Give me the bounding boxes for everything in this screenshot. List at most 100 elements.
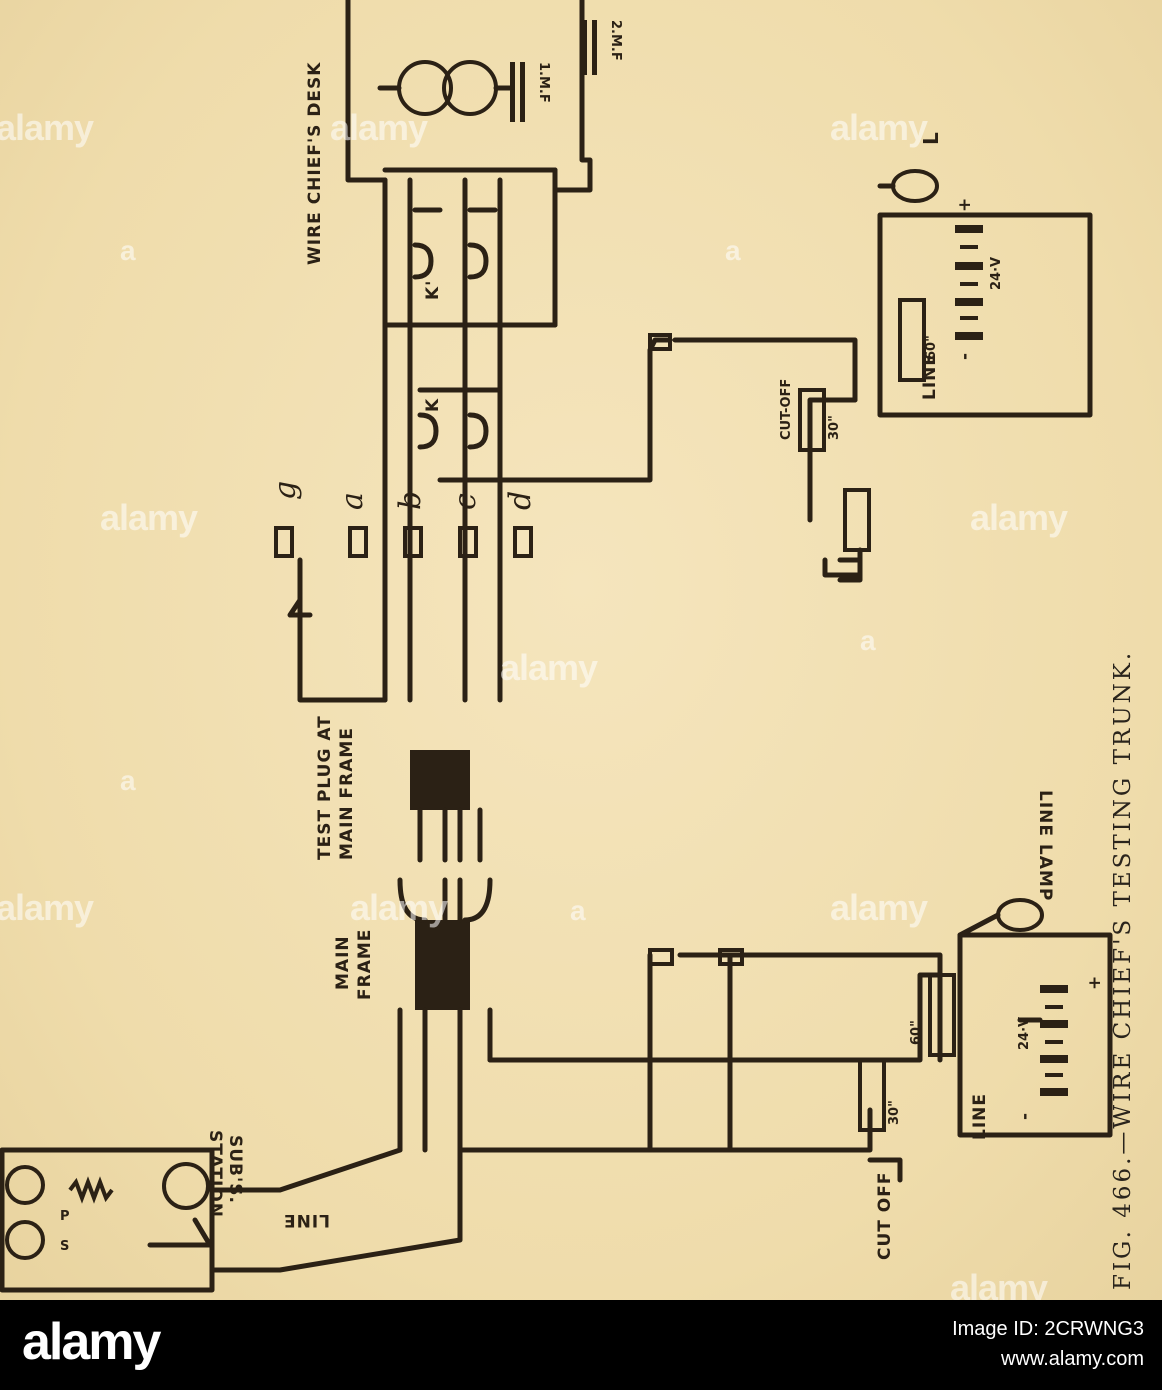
image-id: Image ID: 2CRWNG3 xyxy=(952,1318,1144,1340)
plug-b-jack xyxy=(403,526,423,558)
line-relay-upper-icon xyxy=(898,298,926,382)
plug-a-jack xyxy=(348,526,368,558)
sub-line-1 xyxy=(209,1147,403,1193)
footer-bar: alamy Image ID: 2CRWNG3 www.alamy.com xyxy=(0,1300,1162,1390)
key-k-prime-icon xyxy=(412,207,498,280)
lower-feed-1 xyxy=(487,972,943,1063)
label-relay-30-lower: 30" xyxy=(887,1100,902,1125)
svg-text:alamy: alamy xyxy=(0,887,94,928)
label-subs-station-1: SUB'S. xyxy=(225,1135,245,1204)
upper-battery-loop xyxy=(877,212,1093,418)
image-info: Image ID: 2CRWNG3 www.alamy.com xyxy=(952,1314,1144,1374)
label-main-frame-2: FRAME xyxy=(355,929,375,1000)
label-key-k-prime: K' xyxy=(423,280,443,300)
label-test-plug-2: MAIN FRAME xyxy=(337,727,357,860)
label-minus-lower: - xyxy=(1015,1112,1035,1120)
lower-line-circuit: 30" 60" LINE CUT OFF 24·V - + LINE LAMP xyxy=(457,790,1113,1260)
condenser-2mf-icon xyxy=(582,20,597,75)
label-plus-lower: + xyxy=(1085,975,1105,990)
circuit-diagram: 1.M.F 2.M.F K' K WIRE CHIEF'S DESK g a b xyxy=(0,0,1136,1300)
label-plug-b: b xyxy=(393,491,428,510)
svg-text:alamy: alamy xyxy=(500,647,598,688)
lower-lamp-feed xyxy=(677,952,943,1063)
svg-text:a: a xyxy=(120,765,136,796)
label-relay-30-upper: 30" xyxy=(827,415,842,440)
lower-jack-1-icon xyxy=(648,948,674,966)
diagram-page: 1.M.F 2.M.F K' K WIRE CHIEF'S DESK g a b xyxy=(0,0,1162,1300)
transmitter-icon xyxy=(147,1217,213,1248)
svg-text:alamy: alamy xyxy=(0,107,94,148)
label-coil-S: S xyxy=(60,1239,69,1254)
label-subs-station-2: STATION. xyxy=(205,1130,225,1225)
line-relay-lower-icon xyxy=(928,973,956,1057)
test-plug-connector-block xyxy=(410,750,470,810)
svg-text:alamy: alamy xyxy=(100,497,198,538)
svg-text:a: a xyxy=(570,895,586,926)
label-battery-upper: 24·V xyxy=(989,257,1004,290)
label-coil-P: P xyxy=(60,1209,70,1224)
site-url: www.alamy.com xyxy=(1001,1348,1144,1370)
label-cut-off-lower: CUT OFF xyxy=(875,1172,895,1260)
label-lamp-L: L xyxy=(919,130,943,145)
line-lamp-icon xyxy=(957,898,1044,938)
label-test-plug-1: TEST PLUG AT xyxy=(315,715,335,860)
label-plug-c: c xyxy=(448,493,483,510)
condenser-1mf-icon xyxy=(510,62,525,122)
main-frame: MAIN FRAME xyxy=(333,877,493,1153)
desk-wire-2 xyxy=(552,0,593,193)
figure-caption: FIG. 466.—WIRE CHIEF'S TESTING TRUNK. xyxy=(1110,650,1136,1290)
svg-text:alamy: alamy xyxy=(330,107,428,148)
label-relay-60-upper: 60" xyxy=(924,335,939,360)
svg-text:alamy: alamy xyxy=(970,497,1068,538)
plug-g-jack xyxy=(274,526,294,558)
svg-text:alamy: alamy xyxy=(830,887,928,928)
receiver-icon xyxy=(5,1165,45,1260)
alamy-logo: alamy xyxy=(22,1313,161,1371)
svg-text:alamy: alamy xyxy=(830,107,928,148)
wire-chiefs-desk-circuit: 1.M.F 2.M.F K' K WIRE CHIEF'S DESK xyxy=(305,0,623,703)
label-line-mirrored: LINE xyxy=(283,1210,330,1230)
test-plugs: g a b c d TEST PLUG AT MAIN FRAME xyxy=(268,481,538,863)
upper-lamp-feed xyxy=(672,337,858,403)
upper-jack-wire xyxy=(557,337,673,483)
ringer-icon xyxy=(162,1162,210,1210)
ground-lower-2 xyxy=(867,1157,903,1183)
lower-feed-2 xyxy=(457,1107,873,1153)
station-box xyxy=(0,1147,215,1293)
lamp-L-icon xyxy=(877,169,939,203)
cut-off-relay-upper-icon xyxy=(798,388,826,452)
label-line-relay-lower: LINE xyxy=(970,1093,990,1140)
label-wire-chiefs-desk: WIRE CHIEF'S DESK xyxy=(305,62,325,265)
main-frame-block xyxy=(415,920,470,1010)
headset-icon xyxy=(377,60,513,116)
induction-coil-icon xyxy=(68,1176,114,1204)
key-k-icon xyxy=(417,387,563,483)
label-plug-g: g xyxy=(268,481,303,500)
label-cut-off: CUT-OFF xyxy=(779,379,794,440)
relay-30-lower-icon xyxy=(858,1058,886,1132)
svg-text:a: a xyxy=(725,235,741,266)
plug-c-jack xyxy=(458,526,478,558)
subscribers-station: P S SUB'S. STATION. LINE xyxy=(0,1130,463,1293)
label-line-lamp: LINE LAMP xyxy=(1035,790,1055,901)
sub-line-2 xyxy=(209,1147,463,1273)
label-main-frame-1: MAIN xyxy=(333,935,353,990)
upper-line-circuit: CUT-OFF 30" 60" LINE 24·V - + L xyxy=(557,130,1093,583)
desk-wire-1 xyxy=(345,0,388,473)
label-2mf: 2.M.F xyxy=(608,20,623,61)
label-key-k: K xyxy=(423,398,443,412)
ground-upper-icon xyxy=(287,597,313,618)
label-battery-lower: 24·V xyxy=(1017,1017,1032,1050)
label-relay-60-lower: 60" xyxy=(909,1020,924,1045)
plug-g-wire xyxy=(297,557,388,703)
svg-text:alamy: alamy xyxy=(350,887,448,928)
battery-lower-icon xyxy=(1040,985,1068,1096)
svg-text:a: a xyxy=(860,625,876,656)
svg-text:alamy: alamy xyxy=(950,1267,1048,1300)
svg-text:a: a xyxy=(120,235,136,266)
battery-upper-icon xyxy=(955,225,983,340)
cutoff-feed xyxy=(807,397,858,523)
label-minus-upper: - xyxy=(955,352,975,360)
label-plug-a: a xyxy=(335,492,370,510)
lower-battery-loop xyxy=(957,932,1113,1138)
